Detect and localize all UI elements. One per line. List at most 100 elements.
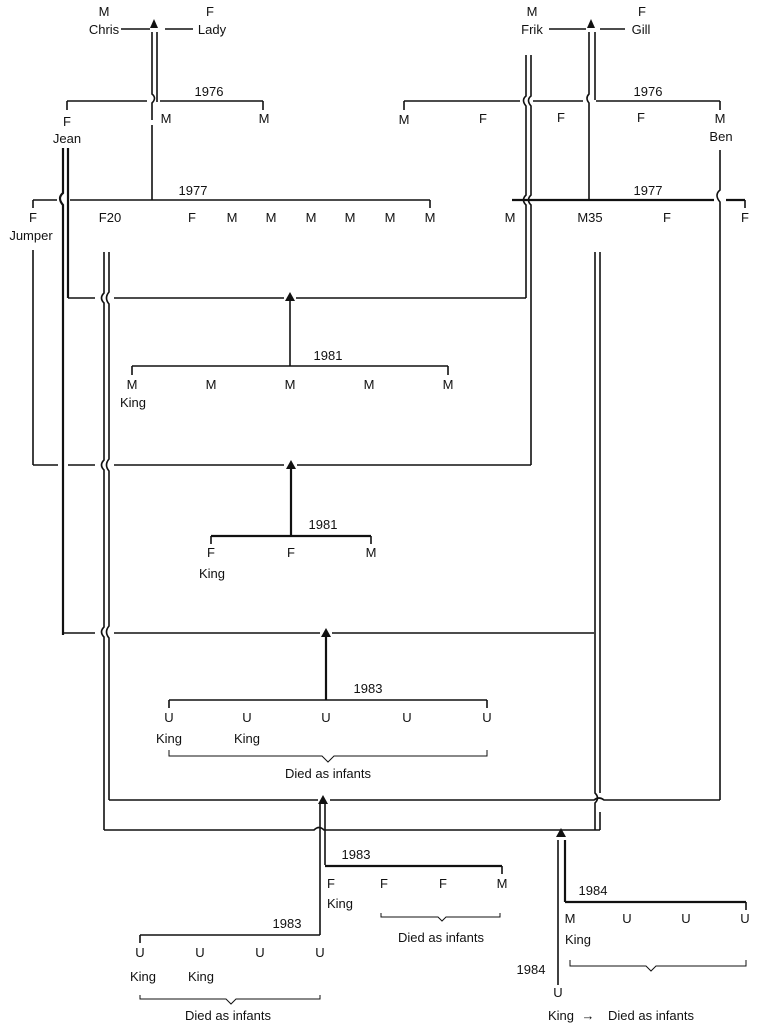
- pup-sex: U: [255, 945, 264, 960]
- pup-sex: U: [195, 945, 204, 960]
- litter-year: 1981: [314, 348, 343, 363]
- litter-1983-b: 1983 F King F F M Died as infants: [327, 847, 507, 945]
- pup-sex: M: [345, 210, 356, 225]
- descent-line: [522, 55, 527, 298]
- died-as-infants-note: Died as infants: [398, 930, 484, 945]
- died-brace: [139, 995, 321, 1005]
- litter-year: 1976: [634, 84, 663, 99]
- pup-sex: M: [366, 545, 377, 560]
- litter-1977-right: 1977 M M35 F F: [505, 183, 749, 225]
- pup-name: King: [327, 896, 353, 911]
- pup-name: Ben: [709, 129, 732, 144]
- founder-pair-chris-lady: M Chris F Lady: [89, 4, 227, 37]
- litter-year: 1977: [179, 183, 208, 198]
- pup-sex: F: [637, 110, 645, 125]
- pup-sex: F: [188, 210, 196, 225]
- mating-arrow-icon: [150, 19, 158, 28]
- founder-name-label: Gill: [632, 22, 651, 37]
- litter-1977-left: 1977 F Jumper F20 F M M M M M M: [9, 183, 435, 243]
- died-as-infants-note: Died as infants: [285, 766, 371, 781]
- pup-sex: F: [63, 114, 71, 129]
- pup-sex: M: [399, 112, 410, 127]
- king-note-label: King: [548, 1008, 574, 1023]
- pup-sex: M35: [577, 210, 602, 225]
- pup-sex: M: [206, 377, 217, 392]
- arrow-icon: →: [582, 1008, 595, 1023]
- litter-1976-right: 1976 M F F F M Ben: [399, 84, 733, 144]
- pup-sex: M: [259, 111, 270, 126]
- pup-sex: F: [380, 876, 388, 891]
- descent-line: [716, 150, 721, 800]
- pup-sex: U: [482, 710, 491, 725]
- litter-year: 1983: [273, 916, 302, 931]
- pup-sex: M: [227, 210, 238, 225]
- died-brace: [380, 913, 501, 922]
- litter-1983-c: 1983 U King U King U U Died as infants: [130, 916, 325, 1023]
- pup-sex: M: [497, 876, 508, 891]
- descent-line: [105, 252, 110, 800]
- pup-name: Jumper: [9, 228, 53, 243]
- pup-name: King: [199, 566, 225, 581]
- died-brace: [569, 960, 747, 972]
- pup-sex: F: [479, 111, 487, 126]
- pup-name: King: [565, 932, 591, 947]
- pup-sex: M: [385, 210, 396, 225]
- pup-sex: M: [364, 377, 375, 392]
- pup-name: Jean: [53, 131, 81, 146]
- pup-sex: U: [242, 710, 251, 725]
- pup-sex: F: [439, 876, 447, 891]
- lineage-lines: [32, 32, 747, 1005]
- pup-sex: U: [681, 911, 690, 926]
- litter-1983-a: 1983 U King U King U U U Died as infants: [156, 681, 492, 781]
- pup-sex: M: [127, 377, 138, 392]
- litter-1981-b: 1981 F King F M: [199, 517, 376, 581]
- pup-sex: U: [164, 710, 173, 725]
- pup-sex: M: [285, 377, 296, 392]
- pup-sex: F: [741, 210, 749, 225]
- mating-arrow-icon: [285, 292, 295, 301]
- descent-line: [100, 252, 105, 830]
- founder-name-label: Chris: [89, 22, 120, 37]
- pup-name: King: [234, 731, 260, 746]
- litter-1981-a: 1981 M King M M M M: [120, 348, 453, 410]
- pup-sex: M: [161, 111, 172, 126]
- litter-year: 1981: [309, 517, 338, 532]
- founder-name-label: Frik: [521, 22, 543, 37]
- litter-year: 1983: [354, 681, 383, 696]
- died-as-infants-note: Died as infants: [608, 1008, 694, 1023]
- mating-arrow-icon: [321, 628, 331, 637]
- pup-sex: M: [266, 210, 277, 225]
- founder-sex-label: M: [527, 4, 538, 19]
- pup-sex: U: [402, 710, 411, 725]
- pup-sex: F: [287, 545, 295, 560]
- descent-line: [151, 32, 156, 120]
- mating-arrow-icon: [556, 828, 566, 837]
- pup-name: King: [156, 731, 182, 746]
- pup-sex: F20: [99, 210, 121, 225]
- pup-name: King: [130, 969, 156, 984]
- pup-sex: U: [135, 945, 144, 960]
- litter-1976-left: 1976 F Jean M M: [53, 84, 270, 146]
- descent-line: [58, 148, 65, 635]
- pup-sex: F: [207, 545, 215, 560]
- descent-line: [586, 32, 590, 200]
- mating-line: [104, 826, 600, 831]
- founder-name-label: Lady: [198, 22, 227, 37]
- pup-sex: M: [306, 210, 317, 225]
- descent-line: [594, 252, 599, 830]
- founder-pair-frik-gill: M Frik F Gill: [521, 4, 650, 37]
- descent-line: [527, 55, 532, 465]
- pup-sex: U: [622, 911, 631, 926]
- litter-year: 1976: [195, 84, 224, 99]
- pup-sex: F: [29, 210, 37, 225]
- pup-sex: U: [321, 710, 330, 725]
- died-brace: [168, 750, 488, 763]
- pup-sex: U: [315, 945, 324, 960]
- litter-year: 1983: [342, 847, 371, 862]
- pup-sex: M: [443, 377, 454, 392]
- pup-sex: M: [505, 210, 516, 225]
- pup-sex: F: [557, 110, 565, 125]
- mating-arrow-icon: [286, 460, 296, 469]
- litter-year: 1984: [517, 962, 546, 977]
- founder-sex-label: M: [99, 4, 110, 19]
